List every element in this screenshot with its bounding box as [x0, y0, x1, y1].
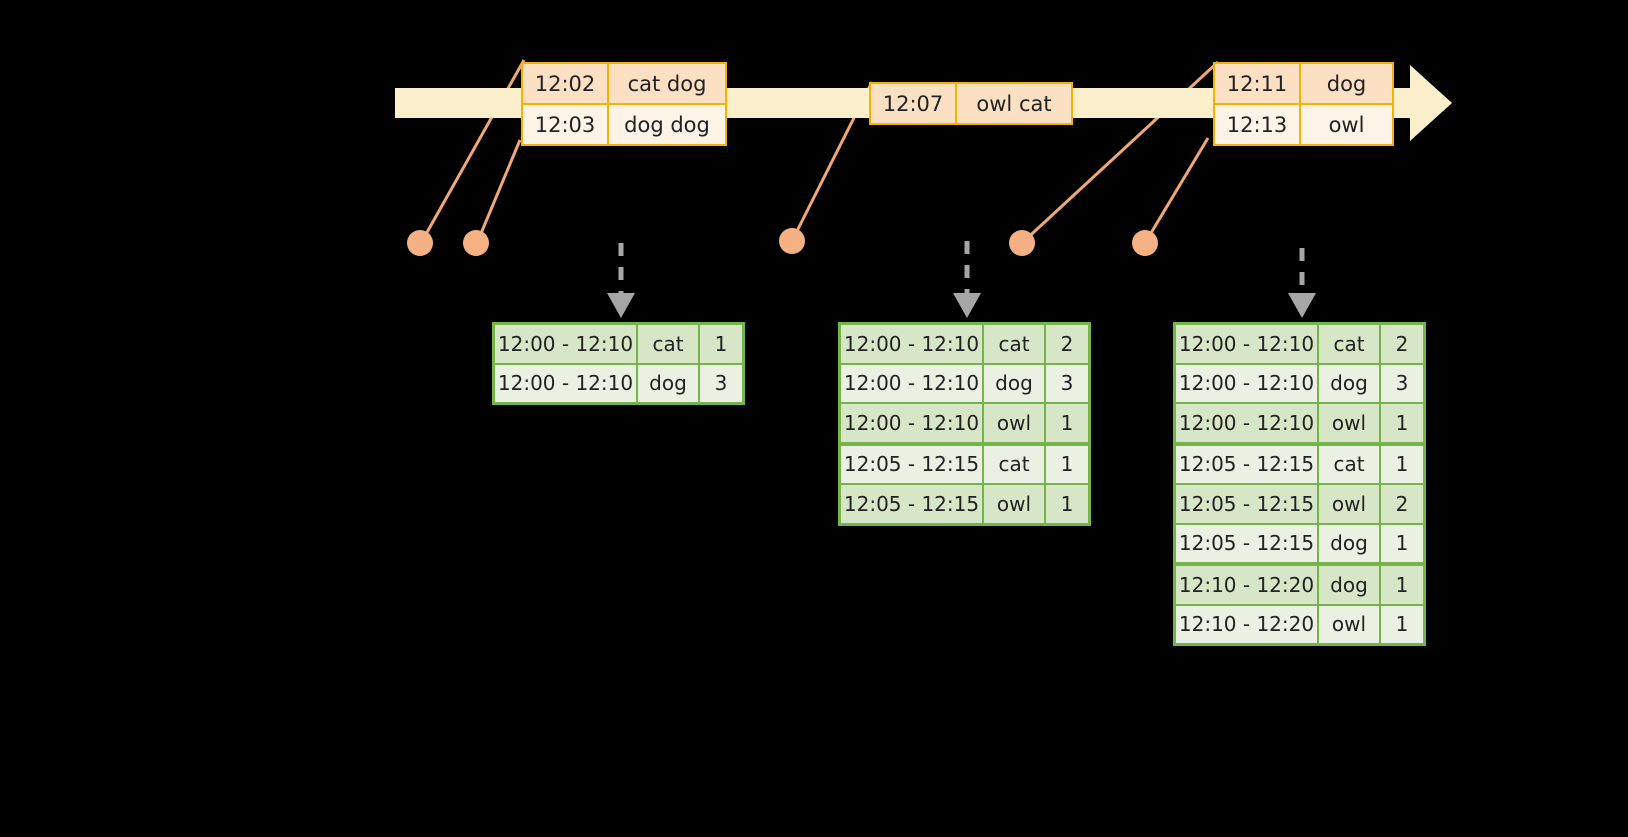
- event-words: owl cat: [957, 84, 1071, 123]
- event-words: dog: [1301, 64, 1392, 103]
- cell-window: 12:00 - 12:10: [1176, 325, 1319, 363]
- cell-count: 1: [1381, 524, 1423, 562]
- flow-arrows: [618, 241, 1305, 296]
- flow-arrowhead-1: [607, 293, 635, 318]
- cell-word: dog: [1319, 524, 1381, 562]
- cell-window: 12:05 - 12:15: [1176, 445, 1319, 483]
- cell-count: 3: [700, 364, 742, 402]
- cell-window: 12:05 - 12:15: [1176, 524, 1319, 562]
- cell-count: 1: [700, 325, 742, 363]
- cell-window: 12:00 - 12:10: [495, 325, 638, 363]
- event-time: 12:13: [1215, 105, 1301, 144]
- cell-word: owl: [1319, 485, 1381, 523]
- connector-dots: [407, 228, 1158, 256]
- cell-count: 1: [1381, 404, 1423, 442]
- event-row: 12:03 dog dog: [523, 103, 725, 144]
- event-group-3[interactable]: 12:11 dog 12:13 owl: [1213, 62, 1394, 146]
- event-words: owl: [1301, 105, 1392, 144]
- cell-word: cat: [984, 325, 1046, 363]
- connector-dot-1: [407, 230, 433, 256]
- cell-word: cat: [1319, 445, 1381, 483]
- cell-window: 12:00 - 12:10: [495, 364, 638, 402]
- cell-window: 12:00 - 12:10: [841, 364, 984, 402]
- cell-word: cat: [1319, 325, 1381, 363]
- connector-dot-3: [779, 228, 805, 254]
- cell-word: cat: [984, 445, 1046, 483]
- cell-window: 12:00 - 12:10: [841, 325, 984, 363]
- event-time: 12:03: [523, 105, 609, 144]
- event-group-1[interactable]: 12:02 cat dog 12:03 dog dog: [521, 62, 727, 146]
- cell-count: 1: [1381, 605, 1423, 643]
- cell-count: 1: [1381, 445, 1423, 483]
- event-row: 12:13 owl: [1215, 103, 1392, 144]
- cell-window: 12:00 - 12:10: [841, 404, 984, 442]
- flow-arrowhead-3: [1288, 293, 1316, 318]
- cell-count: 1: [1046, 404, 1088, 442]
- connector-line-5: [1143, 137, 1210, 244]
- cell-word: cat: [638, 325, 700, 363]
- cell-count: 2: [1046, 325, 1088, 363]
- flow-arrow-heads: [607, 293, 1316, 318]
- cell-count: 3: [1046, 364, 1088, 402]
- cell-window: 12:00 - 12:10: [1176, 404, 1319, 442]
- cell-window: 12:05 - 12:15: [841, 485, 984, 523]
- cell-count: 1: [1046, 485, 1088, 523]
- event-row: 12:07 owl cat: [871, 84, 1071, 123]
- event-time: 12:11: [1215, 64, 1301, 103]
- cell-count: 1: [1381, 566, 1423, 604]
- cell-word: owl: [1319, 404, 1381, 442]
- event-time: 12:02: [523, 64, 609, 103]
- event-words: cat dog: [609, 64, 725, 103]
- event-time: 12:07: [871, 84, 957, 123]
- cell-count: 2: [1381, 485, 1423, 523]
- cell-word: dog: [1319, 566, 1381, 604]
- connector-dot-5: [1132, 230, 1158, 256]
- cell-window: 12:05 - 12:15: [1176, 485, 1319, 523]
- cell-word: dog: [984, 364, 1046, 402]
- cell-word: owl: [984, 404, 1046, 442]
- cell-count: 2: [1381, 325, 1423, 363]
- cell-window: 12:05 - 12:15: [841, 445, 984, 483]
- event-words: dog dog: [609, 105, 725, 144]
- timeline-arrowhead: [1410, 65, 1452, 141]
- connector-line-2: [475, 139, 522, 244]
- cell-count: 3: [1381, 364, 1423, 402]
- cell-window: 12:00 - 12:10: [1176, 364, 1319, 402]
- connector-dot-4: [1009, 230, 1035, 256]
- event-row: 12:11 dog: [1215, 64, 1392, 103]
- cell-word: owl: [984, 485, 1046, 523]
- cell-window: 12:10 - 12:20: [1176, 566, 1319, 604]
- event-row: 12:02 cat dog: [523, 64, 725, 103]
- event-group-2[interactable]: 12:07 owl cat: [869, 82, 1073, 125]
- cell-window: 12:10 - 12:20: [1176, 605, 1319, 643]
- cell-count: 1: [1046, 445, 1088, 483]
- cell-word: dog: [1319, 364, 1381, 402]
- flow-arrowhead-2: [953, 293, 981, 318]
- connector-dot-2: [463, 230, 489, 256]
- cell-word: owl: [1319, 605, 1381, 643]
- cell-word: dog: [638, 364, 700, 402]
